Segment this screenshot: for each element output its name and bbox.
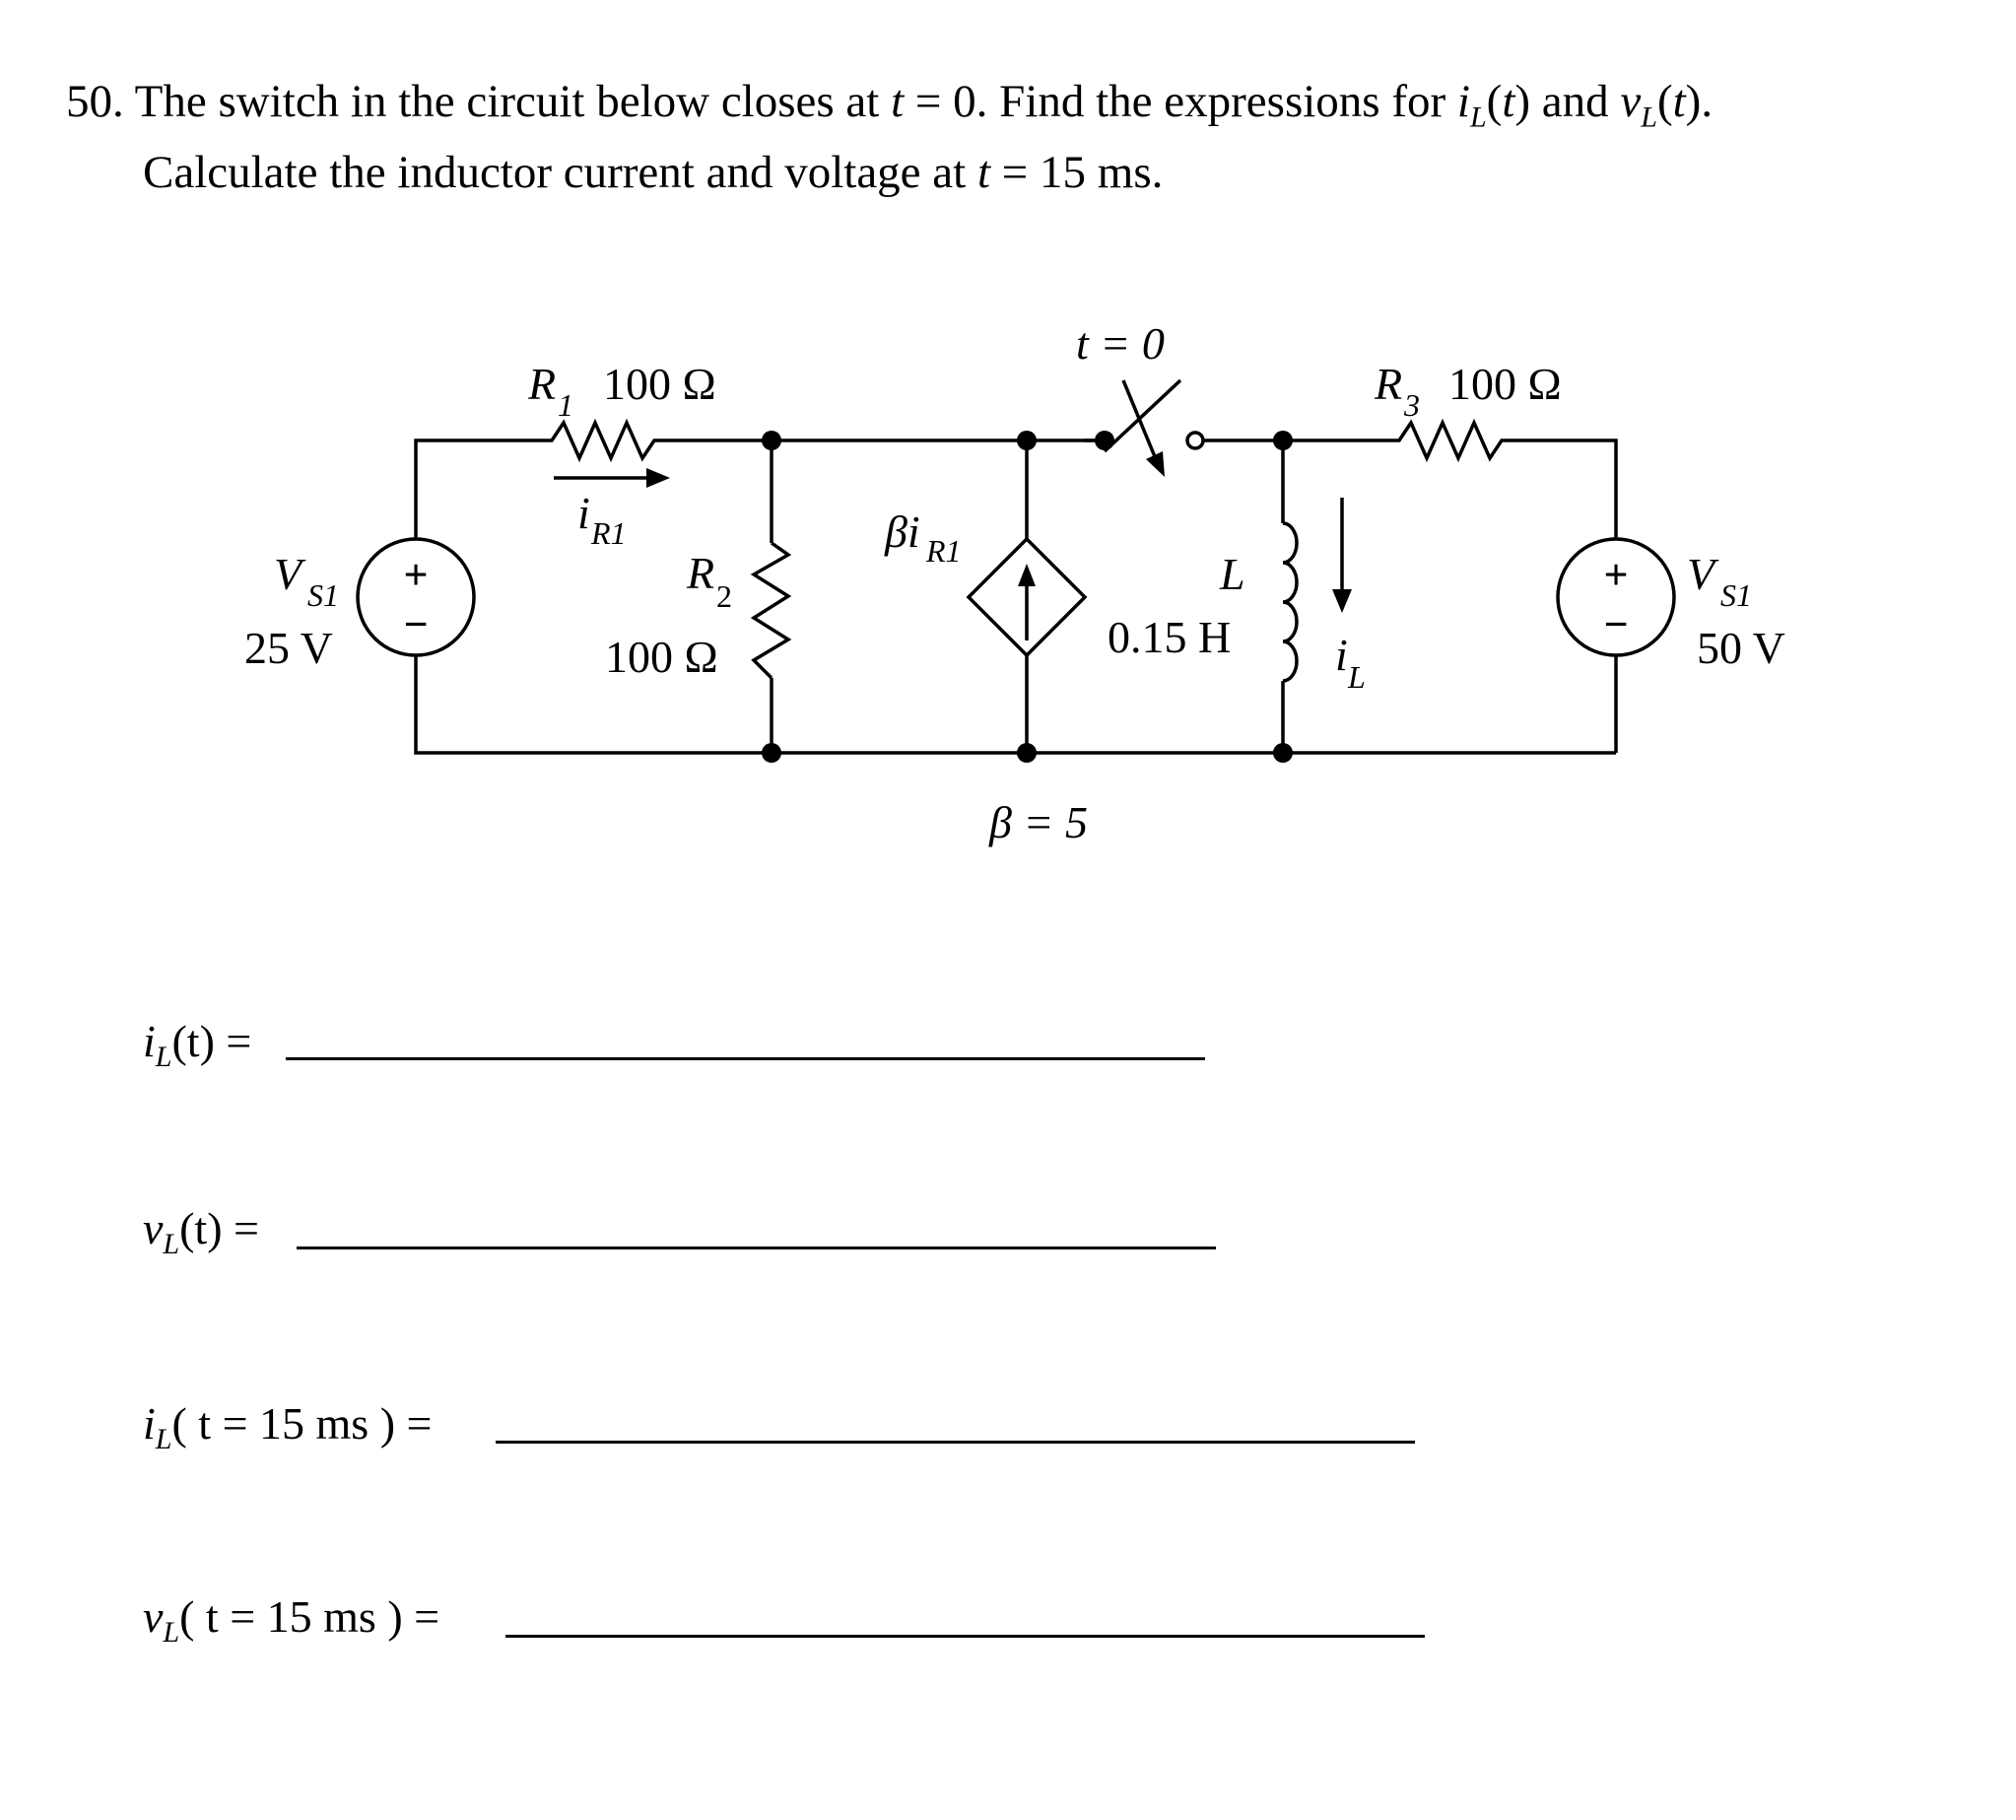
problem-text: = 0. Find the expressions for	[904, 76, 1457, 127]
vs-left-name: V	[274, 549, 306, 599]
problem-text: ) and	[1514, 76, 1621, 127]
problem-line-1: 50. The switch in the circuit below clos…	[66, 79, 1713, 132]
answer-blank-il-15ms[interactable]	[496, 1441, 1415, 1444]
r1-sub: 1	[558, 387, 573, 423]
arrowhead	[1332, 589, 1352, 613]
vs-right-sub: S1	[1720, 577, 1752, 613]
answer-il-t: iL(t) =	[143, 1015, 251, 1074]
problem-number: 50.	[66, 76, 124, 127]
wire	[1505, 438, 1618, 539]
switch-slash	[1103, 378, 1182, 453]
inductor-value: 0.15 H	[1108, 612, 1231, 662]
var-i: i	[143, 1016, 156, 1066]
var-v: v	[143, 1591, 164, 1642]
r2-name: R	[686, 548, 714, 598]
node-dot	[1017, 431, 1037, 450]
paren: (	[1486, 76, 1503, 127]
answer-blank-vl-t[interactable]	[297, 1247, 1216, 1249]
var-sub: L	[1469, 101, 1487, 134]
arrowhead	[646, 468, 670, 488]
answer-vl-t: vL(t) =	[143, 1202, 259, 1261]
var-sub: L	[155, 1041, 172, 1074]
r3-name: R	[1374, 359, 1402, 409]
switch-contact	[1185, 431, 1205, 450]
node-dot	[1017, 743, 1037, 763]
problem-line-2: Calculate the inductor current and volta…	[143, 150, 1163, 196]
resistor-r1	[543, 418, 665, 463]
arrowhead	[1018, 564, 1036, 586]
node-dot	[762, 743, 781, 763]
vs-left-sub: S1	[307, 577, 339, 613]
il-name: i	[1335, 630, 1348, 680]
ir1-sub: R1	[590, 515, 627, 551]
arrowhead	[1146, 451, 1165, 477]
var-v: v	[143, 1203, 164, 1253]
answer-vl-15ms: vL( t = 15 ms ) =	[143, 1590, 439, 1650]
ir1-name: i	[577, 488, 590, 538]
problem-text: Calculate the inductor current and volta…	[143, 147, 977, 198]
var-t: t	[1672, 76, 1686, 127]
var-v: v	[1620, 76, 1642, 127]
minus-sign: −	[1603, 600, 1628, 648]
vs-right-value: 50 V	[1697, 623, 1785, 673]
paren: ).	[1685, 76, 1714, 127]
beta-value: β = 5	[988, 797, 1088, 847]
var-sub: L	[163, 1616, 180, 1650]
var-sub: L	[155, 1423, 172, 1456]
il-sub: L	[1347, 659, 1366, 695]
node-dot	[1273, 431, 1293, 450]
voltage-source-left	[356, 537, 476, 657]
r1-value: 100 Ω	[603, 359, 716, 409]
answer-blank-il-t[interactable]	[286, 1057, 1205, 1060]
var-t: t	[1502, 76, 1515, 127]
minus-sign: −	[403, 600, 428, 648]
var-sub: L	[163, 1228, 180, 1261]
problem-text: The switch in the circuit below closes a…	[134, 76, 892, 127]
r2-sub: 2	[716, 578, 732, 614]
answer-label: (t) =	[171, 1016, 252, 1066]
inductor-name: L	[1219, 549, 1245, 599]
plus-sign: +	[1603, 551, 1628, 599]
answer-label: (t) =	[179, 1203, 259, 1253]
var-i: i	[1456, 76, 1470, 127]
answer-il-15ms: iL( t = 15 ms ) =	[143, 1397, 432, 1456]
paren: (	[1656, 76, 1673, 127]
node-dot	[1095, 431, 1114, 450]
plus-sign: +	[403, 551, 428, 599]
vs-right-name: V	[1687, 549, 1719, 599]
wire	[414, 655, 1616, 755]
dep-source-sub: R1	[925, 533, 962, 569]
wire	[414, 438, 543, 539]
var-sub: L	[1641, 101, 1657, 134]
r2-value: 100 Ω	[605, 632, 718, 682]
answer-blank-vl-15ms[interactable]	[505, 1635, 1425, 1638]
var-t: t	[976, 147, 991, 198]
inductor	[1282, 521, 1299, 683]
r1-name: R	[527, 359, 556, 409]
dep-source-label: βi	[884, 506, 920, 557]
problem-text: = 15 ms.	[990, 147, 1164, 198]
resistor-r3	[1388, 418, 1505, 463]
switch-label: t = 0	[1076, 318, 1165, 369]
node-dot	[1273, 743, 1293, 763]
var-i: i	[143, 1398, 156, 1449]
node-dot	[762, 431, 781, 450]
answer-label: ( t = 15 ms ) =	[171, 1398, 433, 1449]
resistor-r2	[750, 541, 792, 680]
var-t: t	[891, 76, 905, 127]
vs-left-value: 25 V	[244, 623, 333, 673]
r3-sub: 3	[1403, 387, 1420, 423]
r3-value: 100 Ω	[1448, 359, 1562, 409]
voltage-source-right	[1556, 537, 1676, 657]
answer-label: ( t = 15 ms ) =	[179, 1591, 440, 1642]
